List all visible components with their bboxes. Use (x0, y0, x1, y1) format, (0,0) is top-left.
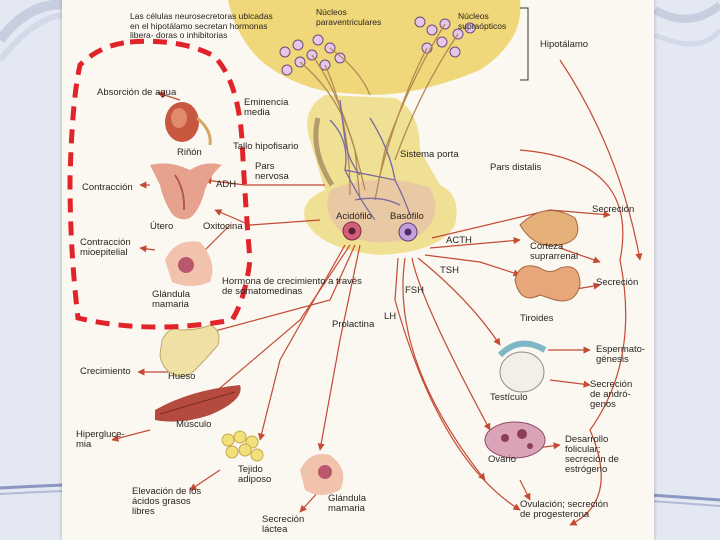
thyroid-label: Tiroides (520, 313, 554, 324)
mammary-gland-label: Glándula mamaria (152, 289, 191, 310)
neurosecretory-cells (279, 16, 476, 76)
ovary-label: Ovario (488, 454, 516, 465)
mammary-gland-lower-label: Glándula mamaria (328, 493, 367, 514)
pars-nervosa-label: Pars nervosa (255, 161, 289, 182)
mammary-gland-organ (165, 241, 213, 286)
hypothalamus-bracket (520, 7, 529, 81)
testis-label: Testículo (490, 392, 528, 403)
median-eminence-label: Eminencia media (244, 97, 289, 118)
kidney-organ (165, 102, 212, 146)
hypothalamus-label: Hipotálamo (540, 39, 589, 50)
basophil-label: Basófilo (390, 211, 424, 222)
mammary-gland-lower (300, 454, 344, 495)
free-fatty-acids-label: Elevación de los ácidos grasos libres (132, 486, 202, 517)
bone-label: Hueso (168, 371, 196, 382)
contraction-label: Contracción (82, 182, 133, 193)
water-absorption-label: Absorción de agua (97, 87, 177, 98)
growth-label: Crecimiento (80, 366, 131, 377)
adrenal-cortex-label: Corteza suprarrenal (530, 241, 579, 262)
acidophil-label: Acidófilo (336, 211, 372, 222)
pars-distalis-label: Pars distalis (490, 162, 542, 173)
adh-label: ADH (216, 179, 237, 190)
bone-organ (159, 324, 220, 378)
highlight-dashed-outline (67, 38, 253, 330)
milk-secretion-label: Secreción láctea (262, 514, 305, 535)
prolactin-label: Prolactina (332, 319, 375, 330)
adipose-tissue-label: Tejido adiposo (238, 464, 272, 485)
tsh-label: TSH (440, 265, 459, 276)
hyperglycemia-label: Hipergluce- mia (76, 429, 125, 450)
lh-label: LH (384, 311, 397, 322)
uterus-label: Útero (150, 221, 174, 232)
uterus-organ (150, 163, 222, 220)
supraoptic-nuclei-label: Núcleos supraópticos (458, 11, 507, 31)
spermatogenesis-label: Espermato- génesis (596, 344, 646, 365)
paraventricular-nuclei-label: Núcleos paraventriculares (316, 7, 382, 27)
pituitary-stalk-label: Tallo hipofisario (233, 141, 299, 152)
secretion-adrenal-label: Secreción (592, 204, 635, 215)
myoepithelial-contraction-label: Contracción mioepitelial (80, 237, 131, 258)
testis-organ (497, 340, 547, 393)
muscle-organ (155, 385, 241, 422)
portal-system (329, 99, 411, 221)
acth-label: ACTH (446, 235, 472, 246)
oxytocin-label: Oxitocina (203, 221, 243, 232)
adipose-organ (221, 430, 264, 462)
ovulation-label: Ovulación; secreción de progesterona (520, 499, 609, 520)
growth-hormone-label: Hormona de crecimiento a través de somat… (222, 276, 362, 297)
follicular-development-label: Desarrollo folicular; secreción de estró… (565, 434, 619, 475)
kidney-label: Riñón (177, 147, 202, 158)
ovary-organ (484, 421, 546, 459)
portal-system-label: Sistema porta (400, 149, 459, 160)
neurosecretory-cells-label: Las células neurosecretoras ubicadas en … (130, 11, 273, 40)
fsh-label: FSH (405, 285, 424, 296)
androgen-secretion-label: Secreción de andró- genos (590, 379, 633, 410)
axons (299, 23, 459, 201)
thyroid-organ (514, 265, 581, 302)
secretion-thyroid-label: Secreción (596, 277, 639, 288)
adrenal-organ (519, 209, 579, 247)
muscle-label: Músculo (176, 419, 212, 430)
